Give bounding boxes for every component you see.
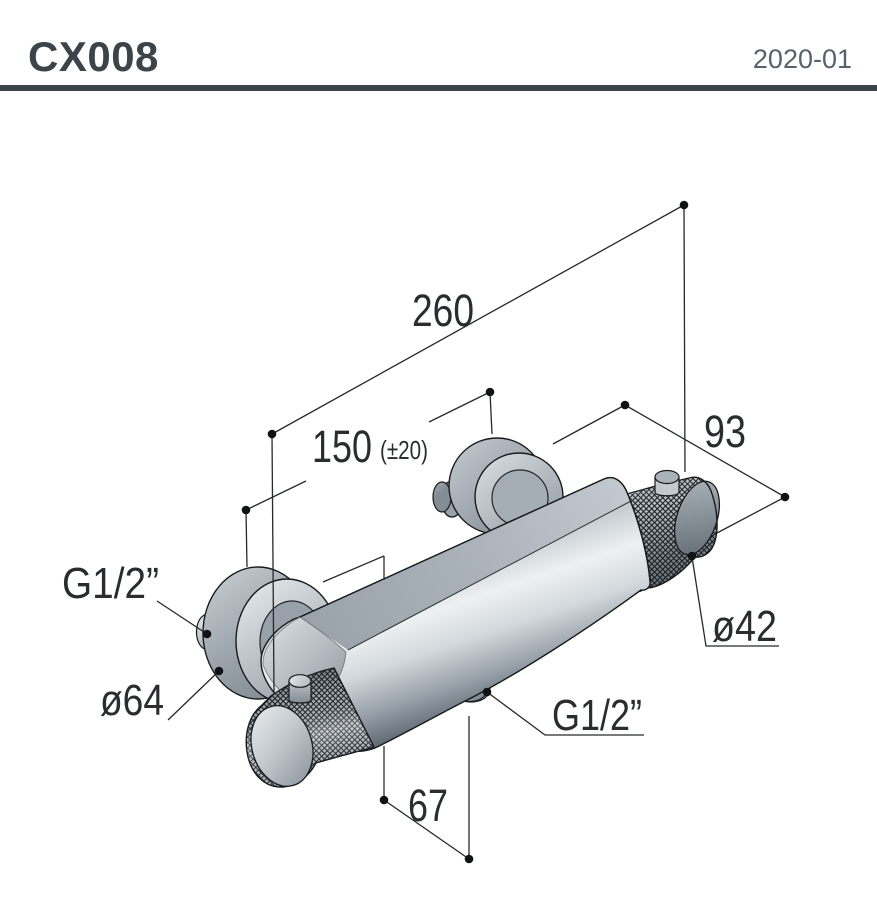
dim-67-label: 67 [408,780,448,831]
callout-handle-diameter: ø42 [687,551,779,651]
shower-mixer-illustration [195,437,721,788]
dim-67-dot-right [464,854,474,864]
dim-67-line [322,555,470,860]
outlet-thread-leader [486,691,644,736]
product-code: CX008 [28,33,159,80]
inlet-thread-left-leader [156,600,208,635]
flange-diameter-label: ø64 [100,676,164,725]
dim-93-dot-right [780,492,790,502]
left-handle [245,667,375,788]
outlet-thread-label: G1/2” [552,691,642,740]
callout-inlet-thread-left: G1/2” [62,559,212,639]
inlet-thread-left-dot [202,629,212,639]
dim-260-line [271,204,686,695]
body-top-face [300,477,631,650]
dim-93-label: 93 [704,406,746,457]
outlet-thread-dot [482,687,492,697]
header-divider [0,85,877,91]
dim-67-dot-left [379,795,389,805]
mixer-body [260,476,651,752]
flange-diameter-dot [214,666,224,676]
left-handle-pin-top [288,674,312,688]
dim-260-dot-left [267,429,277,439]
inlet-thread-left-label: G1/2” [62,559,159,608]
right-handle-end-cap [673,480,721,556]
flange-diameter-leader [167,670,220,721]
handle-diameter-label: ø42 [712,602,777,651]
body-top-front-edge [347,500,632,651]
handle-diameter-leader [691,556,779,647]
dimension-260: 260 [267,200,689,695]
dim-150-line [245,391,493,568]
dim-150-tolerance-label: (±20) [380,435,428,465]
dim-150-dot-left [241,505,251,515]
callout-flange-diameter: ø64 [100,666,224,725]
right-wall-flange [432,437,564,542]
dim-93-line [552,404,786,534]
left-handle-end-face [250,705,314,787]
dim-93-dot-left [620,400,630,410]
revision-date: 2020-01 [752,44,852,74]
dimension-67: 67 [322,555,474,864]
dimension-93: 93 [552,400,790,534]
dim-260-label: 260 [412,285,474,336]
dimension-annotations: 260 150 (±20) 93 67 [62,200,790,864]
dim-260-dot-right [679,200,689,210]
dim-150-dot-right [485,387,495,397]
dimension-150: 150 (±20) [241,387,495,568]
body-outline [299,476,651,618]
right-handle-pin-top [654,469,680,485]
dim-150-label: 150 [312,421,372,472]
right-inlet-nipple-cap [432,481,452,513]
right-handle-outline [612,476,718,589]
callout-outlet-thread: G1/2” [482,687,644,740]
handle-diameter-dot [687,551,697,561]
